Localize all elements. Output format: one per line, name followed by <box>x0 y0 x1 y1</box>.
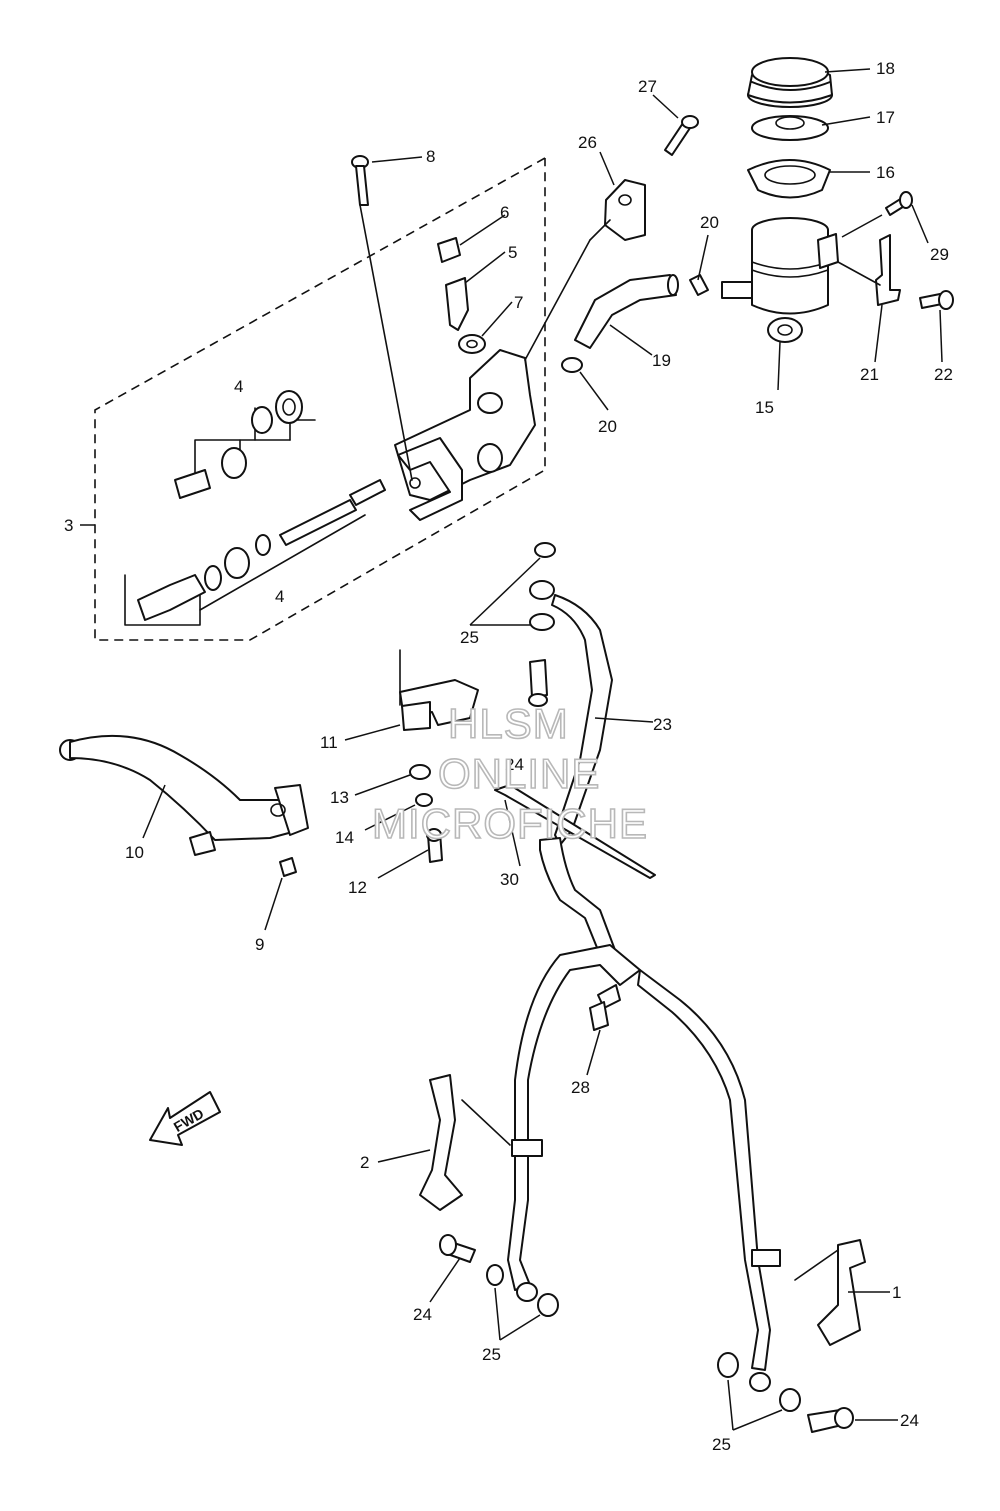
union-bolt-24-left <box>439 1234 476 1263</box>
bolt-29 <box>885 191 913 216</box>
callout-25-top: 25 <box>460 628 479 647</box>
cable-tie <box>494 784 656 879</box>
callout-20-upper: 20 <box>700 213 719 232</box>
diaphragm-plate <box>751 115 829 141</box>
piston-kit-upper <box>174 390 316 499</box>
reservoir-tank <box>721 217 839 343</box>
washers-25-right <box>717 1352 801 1412</box>
upper-brake-hose <box>529 542 616 956</box>
leader-lines <box>80 68 943 1431</box>
callout-19: 19 <box>652 351 671 370</box>
washer-13 <box>409 764 431 780</box>
master-cylinder-assembly-boundary <box>94 157 546 641</box>
holder-bracket <box>524 179 646 361</box>
union-bolt-24-right <box>807 1407 854 1433</box>
callout-1: 1 <box>892 1283 901 1302</box>
callout-25-right: 25 <box>712 1435 731 1454</box>
brake-light-switch <box>399 649 479 731</box>
screw-22 <box>919 290 954 310</box>
joint-bolt-28 <box>589 984 621 1031</box>
nut-14 <box>415 793 433 807</box>
hose-guide-left <box>419 1074 511 1211</box>
lower-brake-hose-left <box>507 944 641 1302</box>
screw-12 <box>426 828 443 863</box>
reservoir-bracket <box>837 214 901 306</box>
reservoir-hose <box>561 274 709 373</box>
callout-4-lower: 4 <box>275 587 284 606</box>
callout-6: 6 <box>500 203 509 222</box>
reservoir-cap <box>747 57 833 108</box>
callout-25-left: 25 <box>482 1345 501 1364</box>
callout-15: 15 <box>755 398 774 417</box>
diaphragm <box>747 159 831 199</box>
callout-22: 22 <box>934 365 953 384</box>
callout-3: 3 <box>64 516 73 535</box>
callout-30: 30 <box>500 870 519 889</box>
callout-8: 8 <box>426 147 435 166</box>
holder-bolt <box>664 115 699 156</box>
callout-27: 27 <box>638 77 657 96</box>
watermark-line-1: HLSM <box>448 700 569 747</box>
callout-29: 29 <box>930 245 949 264</box>
watermark-line-2: ONLINE <box>438 750 600 797</box>
lower-brake-hose-right <box>637 969 781 1392</box>
pivot-bolt <box>351 155 413 481</box>
callout-2: 2 <box>360 1153 369 1172</box>
callout-24-top: 24 <box>505 755 524 774</box>
callout-14: 14 <box>335 828 354 847</box>
callout-labels: 1 2 3 4 4 5 6 7 8 9 10 11 12 13 14 15 16… <box>64 59 953 1454</box>
callout-9: 9 <box>255 935 264 954</box>
callout-24-left: 24 <box>413 1305 432 1324</box>
master-cylinder-body <box>394 349 536 521</box>
callout-24-right: 24 <box>900 1411 919 1430</box>
callout-4-upper: 4 <box>234 377 243 396</box>
callout-23: 23 <box>653 715 672 734</box>
callout-18: 18 <box>876 59 895 78</box>
callout-10: 10 <box>125 843 144 862</box>
washers-25-left <box>486 1264 559 1317</box>
callout-13: 13 <box>330 788 349 807</box>
callout-21: 21 <box>860 365 879 384</box>
union-bolt <box>437 237 486 354</box>
callout-28: 28 <box>571 1078 590 1097</box>
callout-12: 12 <box>348 878 367 897</box>
brake-lever <box>59 734 309 856</box>
piston-kit-lower <box>124 479 386 626</box>
forward-arrow-icon: FWD <box>149 1091 221 1146</box>
callout-11: 11 <box>320 733 338 752</box>
callout-26: 26 <box>578 133 597 152</box>
union-bolt-24-top <box>528 659 548 707</box>
lever-nut <box>279 857 297 877</box>
watermark: HLSM ONLINE MICROFICHE <box>371 699 648 848</box>
callout-20-lower: 20 <box>598 417 617 436</box>
callout-5: 5 <box>508 243 517 262</box>
callout-16: 16 <box>876 163 895 182</box>
watermark-line-3: MICROFICHE <box>372 800 648 847</box>
callout-7: 7 <box>514 293 523 312</box>
callout-17: 17 <box>876 108 895 127</box>
hose-guide-right <box>794 1239 866 1346</box>
